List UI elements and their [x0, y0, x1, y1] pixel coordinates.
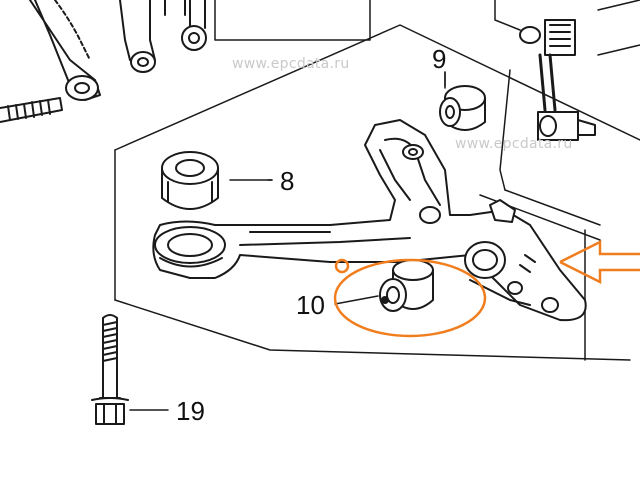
callout-8: 8: [280, 166, 295, 196]
frame-outline: [114, 24, 640, 361]
callout-19: 19: [176, 396, 205, 426]
highlight-ellipse: [333, 258, 487, 338]
watermark-top: www.epcdata.ru: [232, 56, 350, 72]
arrow-right-icon: [559, 239, 640, 285]
callout-9: 9: [432, 44, 447, 74]
stabilizer-link: [494, 0, 640, 141]
threaded-stud: [0, 97, 63, 123]
callout-10: 10: [296, 290, 325, 320]
lower-control-arm: [152, 119, 587, 322]
bushing-9: [439, 71, 486, 131]
highlight-dot: [334, 258, 350, 274]
upper-link-assembly: [29, 0, 207, 101]
bolt-19: [91, 314, 129, 425]
leader-lines: [129, 71, 446, 411]
highlight-marks: [333, 239, 640, 338]
bushing-10: [379, 259, 434, 312]
bushing-8: [161, 151, 219, 210]
watermark-right: www.epcdata.ru: [455, 136, 573, 152]
